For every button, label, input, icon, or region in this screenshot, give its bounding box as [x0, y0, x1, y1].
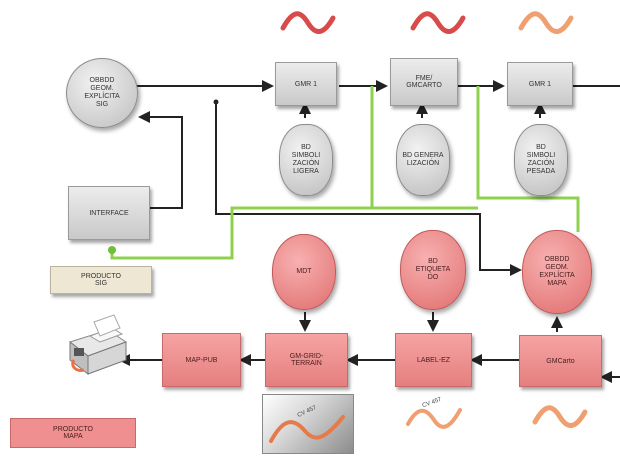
- label-ez-label: LABEL-EZ: [416, 356, 451, 364]
- obbdd-geom-mapa-label: OBBDD GEOM. EXPLÍCITA MAPA: [539, 256, 575, 287]
- bd-etiquetado-db[interactable]: BD ETIQUETA DO: [400, 230, 466, 310]
- wave-icon-red-2: [410, 11, 466, 34]
- printer-icon: [68, 314, 128, 376]
- obbdd-geom-sig-db[interactable]: OBBDD GEOM. EXPLÍCITA SIG: [66, 58, 138, 128]
- producto-sig-box[interactable]: PRODUCTO SIG: [50, 266, 152, 294]
- bd-etiquetado-label: BD ETIQUETA DO: [415, 258, 451, 281]
- road-wave-icon-grey: [269, 415, 345, 443]
- bd-generalizacion-db[interactable]: BD GENERA LIZACIÓN: [396, 124, 450, 196]
- interface-label: INTERFACE: [89, 209, 129, 217]
- gmr1-label: GMR 1: [294, 80, 318, 88]
- bd-simbolizacion-ligera-db[interactable]: BD SIMBOLI ZACIÓN LIGERA: [279, 124, 333, 196]
- wave-icon-orange-1: [518, 11, 574, 34]
- gmcarto-box[interactable]: GMCarto: [519, 335, 602, 387]
- bd-generalizacion-label: BD GENERA LIZACIÓN: [402, 152, 444, 167]
- gm-grid-terrain-label: GM-GRID- TERRAIN: [289, 353, 324, 367]
- mdt-db[interactable]: MDT: [272, 234, 336, 310]
- mdt-label: MDT: [296, 268, 312, 275]
- bd-simb-ligera-label: BD SIMBOLI ZACIÓN LIGERA: [291, 144, 321, 175]
- label-ez-box[interactable]: LABEL-EZ: [395, 333, 472, 387]
- gm-grid-terrain-box[interactable]: GM-GRID- TERRAIN: [265, 333, 348, 387]
- gmr1b-box[interactable]: GMR 1: [507, 62, 573, 106]
- bd-simbolizacion-pesada-db[interactable]: BD SIMBOLI ZACIÓN PESADA: [514, 124, 568, 196]
- obbdd-geom-sig-label: OBBDD GEOM. EXPLÍCITA SIG: [84, 77, 120, 108]
- wave-icon-red-1: [280, 11, 336, 34]
- wave-icon-orange-2: [532, 405, 588, 428]
- map-pub-label: MAP-PUB: [185, 356, 218, 364]
- producto-sig-label: PRODUCTO SIG: [81, 273, 121, 287]
- labeled-road-thumbnail: CV 457: [404, 394, 464, 440]
- fme-gmcarto-box[interactable]: FME/ GMCARTO: [390, 58, 458, 106]
- gmcarto-label: GMCarto: [546, 357, 575, 365]
- producto-mapa-box[interactable]: PRODUCTO MAPA: [10, 418, 136, 448]
- bd-simb-pesada-label: BD SIMBOLI ZACIÓN PESADA: [526, 144, 556, 175]
- gmr1b-label: GMR 1: [528, 80, 552, 88]
- terrain-thumbnail: CV 457: [262, 394, 354, 454]
- interface-box[interactable]: INTERFACE: [68, 186, 150, 240]
- obbdd-geom-mapa-db[interactable]: OBBDD GEOM. EXPLÍCITA MAPA: [522, 230, 592, 314]
- fme-gmcarto-label: FME/ GMCARTO: [406, 75, 442, 89]
- producto-mapa-label: PRODUCTO MAPA: [53, 426, 93, 440]
- gmr1-box[interactable]: GMR 1: [275, 62, 337, 106]
- map-pub-box[interactable]: MAP-PUB: [162, 333, 241, 387]
- road-wave-icon-labeled: [406, 408, 462, 429]
